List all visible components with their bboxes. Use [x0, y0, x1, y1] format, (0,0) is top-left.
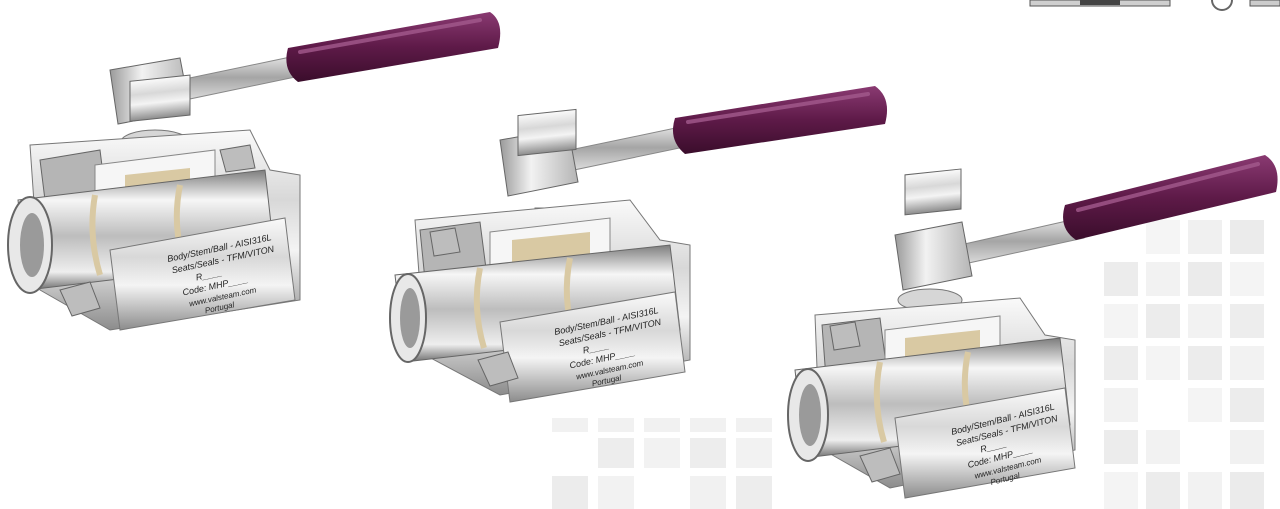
ball-valve-3: Body/Stem/Ball - AISI316L Seats/Seals - …	[787, 155, 1278, 499]
valve-handle	[179, 12, 501, 101]
top-right-thumbnails	[1029, 0, 1280, 11]
ball-valve-1: Body/Stem/Ball - AISI316L Seats/Seals - …	[7, 12, 501, 331]
valve-handle	[569, 86, 888, 171]
valve-handle	[959, 155, 1278, 265]
background-tiles	[552, 220, 1264, 509]
ball-valve-2: Body/Stem/Ball - AISI316L Seats/Seals - …	[389, 86, 888, 403]
